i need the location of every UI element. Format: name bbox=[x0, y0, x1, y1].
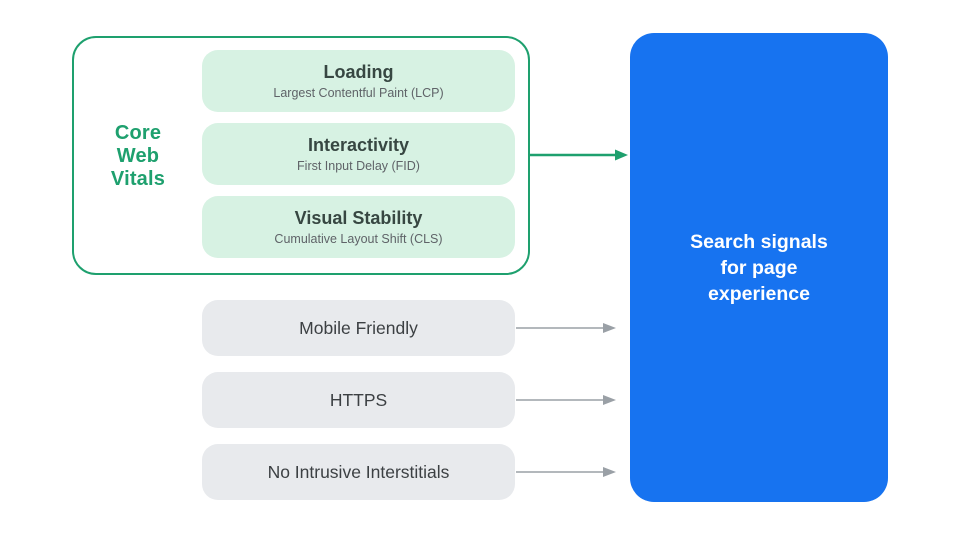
metric-subtitle: Largest Contentful Paint (LCP) bbox=[273, 86, 444, 100]
arrow-head bbox=[603, 467, 616, 477]
arrow-head bbox=[615, 149, 628, 161]
metric-card-visual-stability: Visual Stability Cumulative Layout Shift… bbox=[202, 196, 515, 258]
signal-label: No Intrusive Interstitials bbox=[267, 462, 450, 482]
metric-title: Loading bbox=[323, 62, 394, 82]
metric-title: Visual Stability bbox=[294, 208, 423, 228]
signal-card-mobile-friendly: Mobile Friendly bbox=[202, 300, 515, 356]
search-signals-box: Search signals for page experience bbox=[630, 33, 888, 502]
core-web-vitals-label-line: Core bbox=[114, 122, 162, 144]
search-signals-label-line: for page bbox=[720, 256, 798, 279]
signal-card-https: HTTPS bbox=[202, 372, 515, 428]
core-web-vitals-label-line: Vitals bbox=[110, 168, 166, 190]
search-signals-label: Search signals for page experience bbox=[690, 229, 828, 307]
arrow-head bbox=[603, 323, 616, 333]
arrow-no-intrusive-interstitials-icon bbox=[516, 467, 616, 477]
signal-label: HTTPS bbox=[329, 390, 388, 410]
metric-card-loading: Loading Largest Contentful Paint (LCP) bbox=[202, 50, 515, 112]
metric-subtitle: Cumulative Layout Shift (CLS) bbox=[274, 232, 443, 246]
metric-card-interactivity: Interactivity First Input Delay (FID) bbox=[202, 123, 515, 185]
arrow-core-web-vitals-icon bbox=[530, 149, 628, 161]
metric-subtitle: First Input Delay (FID) bbox=[297, 159, 420, 173]
core-web-vitals-label: Core Web Vitals bbox=[78, 122, 198, 191]
signal-label: Mobile Friendly bbox=[299, 318, 418, 338]
search-signals-label-line: experience bbox=[708, 282, 810, 305]
arrow-https-icon bbox=[516, 395, 616, 405]
arrow-head bbox=[603, 395, 616, 405]
core-web-vitals-label-line: Web bbox=[116, 145, 160, 167]
signal-card-no-intrusive-interstitials: No Intrusive Interstitials bbox=[202, 444, 515, 500]
search-signals-label-line: Search signals bbox=[690, 230, 828, 253]
metric-title: Interactivity bbox=[307, 135, 410, 155]
arrow-mobile-friendly-icon bbox=[516, 323, 616, 333]
